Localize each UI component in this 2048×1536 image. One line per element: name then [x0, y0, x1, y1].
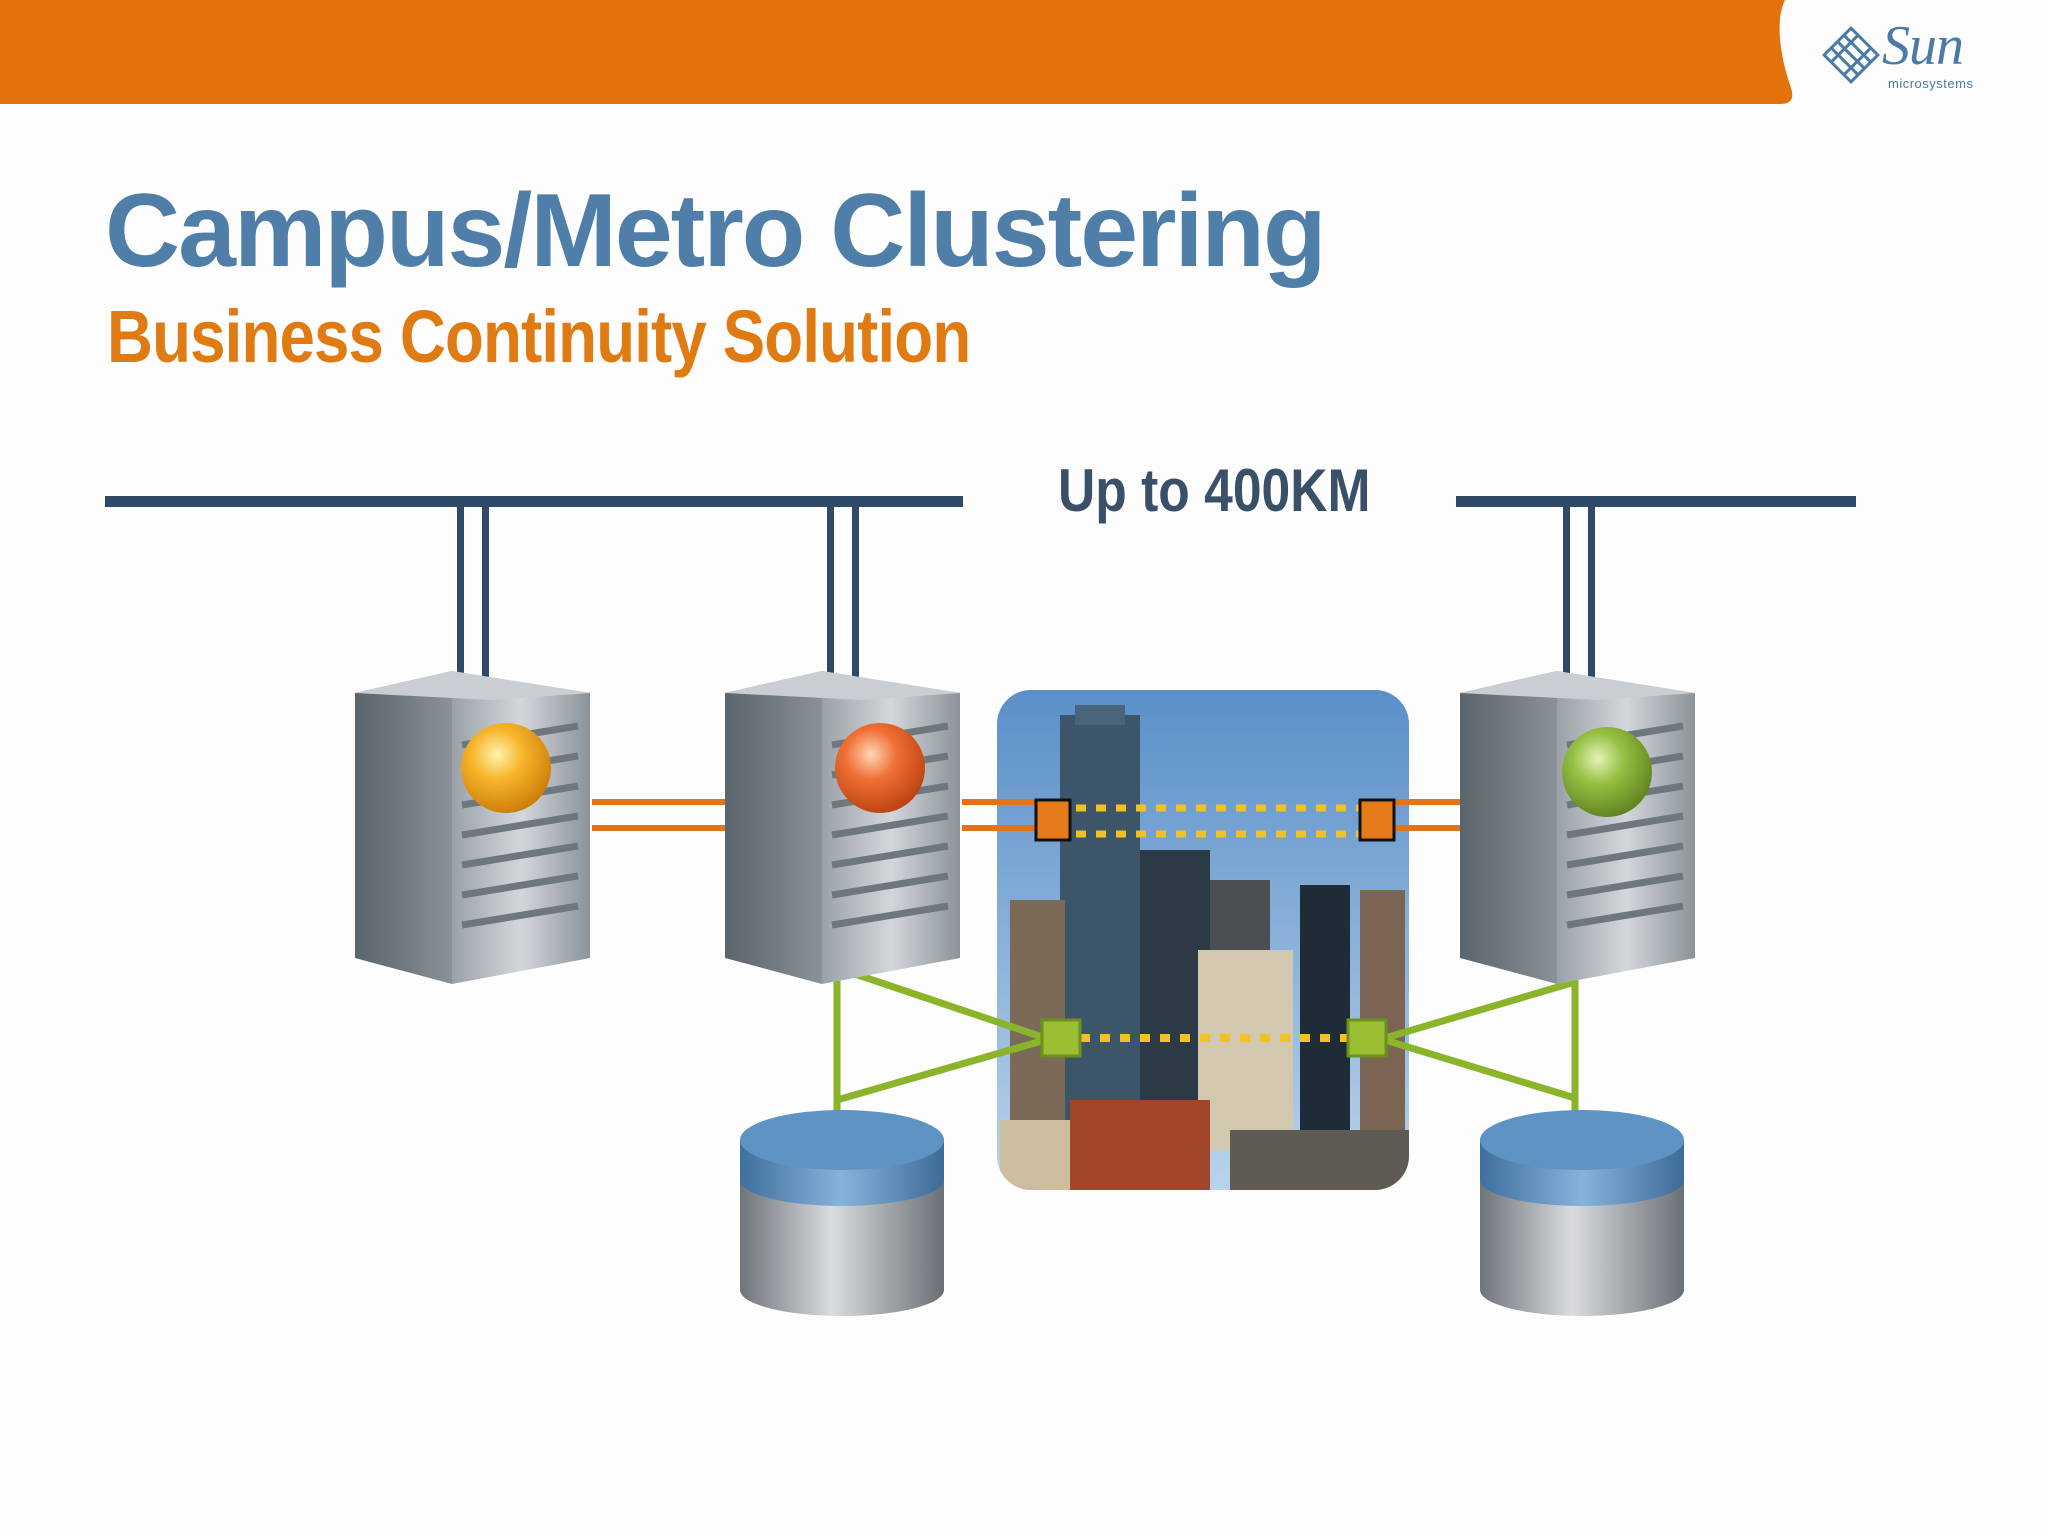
server-tower-icon	[355, 671, 590, 984]
storage-switch-left	[1040, 1018, 1082, 1058]
network-bar-right	[1456, 496, 1856, 507]
storage-disk-icon	[1480, 1110, 1684, 1316]
slide-subtitle: Business Continuity Solution	[107, 295, 971, 378]
distance-label: Up to 400KM	[1058, 457, 1371, 524]
heartbeat-switch-left	[1034, 798, 1072, 842]
logo-wordmark: Sun	[1882, 15, 1964, 77]
slide-title: Campus/Metro Clustering	[105, 173, 1326, 289]
storage-links	[833, 958, 1579, 1118]
heartbeat-switch-right	[1358, 798, 1396, 842]
server-tower-icon	[1460, 671, 1695, 984]
node-status-green	[1562, 727, 1652, 817]
sun-diamond-logo-icon	[1822, 26, 1880, 84]
header-band	[0, 0, 1793, 104]
node-status-yellow	[461, 723, 551, 813]
node-status-orange	[835, 723, 925, 813]
logo-submark: microsystems	[1888, 76, 1974, 91]
heartbeat-long-distance	[1056, 804, 1373, 838]
storage-switch-right	[1346, 1018, 1388, 1058]
city-skyline-photo	[997, 690, 1409, 1190]
server-tower-icon	[725, 671, 960, 984]
network-drops	[457, 507, 1595, 687]
sun-logo: Sun microsystems	[1820, 15, 2000, 98]
network-bar-left	[105, 496, 963, 507]
storage-disk-icon	[740, 1110, 944, 1316]
